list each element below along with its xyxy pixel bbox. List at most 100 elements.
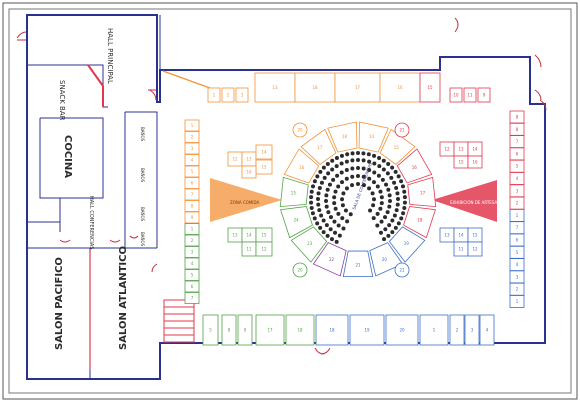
stand-green-block-3[interactable]: 11: [241, 241, 257, 257]
stand-right-15[interactable]: 1: [509, 295, 525, 308]
stand-ring-0[interactable]: 14: [358, 121, 389, 153]
stand-bottom-3-box[interactable]: [255, 314, 285, 346]
stand-ring-7[interactable]: 21: [342, 250, 374, 278]
stand-left-8[interactable]: 9: [184, 211, 200, 224]
stand-top-orange-2[interactable]: 3: [235, 87, 249, 103]
stand-left-0-box[interactable]: [184, 119, 200, 132]
stand-green-block-4-box[interactable]: [255, 241, 273, 257]
stand-ring-0-box[interactable]: [358, 121, 389, 153]
stand-right-15-box[interactable]: [509, 295, 525, 308]
stand-right-8[interactable]: 1: [509, 208, 525, 222]
stand-ring-4[interactable]: 18: [403, 206, 436, 239]
stand-bottom-10[interactable]: 3: [464, 314, 480, 346]
stand-circle-2[interactable]: 20: [292, 262, 308, 278]
stand-left-13-box[interactable]: [184, 269, 200, 281]
stand-ring-2-box[interactable]: [396, 148, 433, 184]
stand-ring-6-box[interactable]: [369, 242, 404, 277]
stand-left-8-box[interactable]: [184, 211, 200, 224]
stand-right-0[interactable]: 8: [509, 110, 525, 124]
stand-ring-9-box[interactable]: [290, 226, 328, 263]
stand-bottom-6[interactable]: 19: [349, 314, 385, 346]
stand-circle-1-ring[interactable]: [394, 122, 410, 138]
stand-green-block-0[interactable]: 13: [227, 227, 243, 243]
stand-bottom-10-box[interactable]: [464, 314, 480, 346]
stand-orange-block-4[interactable]: 16: [241, 165, 257, 179]
stand-left-4[interactable]: 5: [184, 165, 200, 178]
stand-bottom-11[interactable]: 4: [479, 314, 495, 346]
stand-ring-8-box[interactable]: [312, 242, 347, 277]
stand-top-red-2[interactable]: 9: [477, 87, 491, 103]
stand-red-block-0[interactable]: 12: [439, 141, 455, 157]
stand-top-mid-3[interactable]: 15: [419, 72, 441, 103]
stand-top-red-0-box[interactable]: [449, 87, 463, 103]
stand-left-9[interactable]: 1: [184, 223, 200, 235]
stand-ring-4-box[interactable]: [403, 206, 436, 239]
stand-left-14[interactable]: 6: [184, 280, 200, 293]
stand-right-10[interactable]: 6: [509, 233, 525, 247]
stand-ring-14[interactable]: 18: [327, 121, 358, 153]
stand-blue-block-1[interactable]: 14: [453, 227, 469, 243]
stand-bottom-1[interactable]: 8: [221, 314, 237, 346]
stand-ring-3-box[interactable]: [407, 176, 437, 208]
stand-red-block-2[interactable]: 14: [467, 141, 483, 157]
stand-left-15-box[interactable]: [184, 292, 200, 304]
stand-top-red-1[interactable]: 11: [463, 87, 477, 103]
stand-right-1[interactable]: 8: [509, 122, 525, 136]
stand-top-red-0[interactable]: 10: [449, 87, 463, 103]
stand-left-3-box[interactable]: [184, 154, 200, 166]
stand-top-mid-0[interactable]: 18: [294, 72, 336, 103]
stand-left-2[interactable]: 3: [184, 142, 200, 155]
stand-orange-block-4-box[interactable]: [241, 165, 257, 179]
stand-blue-block-2[interactable]: 15: [467, 227, 483, 243]
stand-right-5[interactable]: 4: [509, 172, 525, 185]
stand-top-orange-3[interactable]: 13: [254, 72, 296, 103]
stand-left-1[interactable]: 2: [184, 131, 200, 143]
stand-bottom-0[interactable]: 5: [202, 314, 219, 346]
stand-bottom-6-box[interactable]: [349, 314, 385, 346]
stand-ring-13-box[interactable]: [300, 128, 337, 165]
stand-ring-13[interactable]: 17: [300, 128, 337, 165]
stand-top-red-2-box[interactable]: [477, 87, 491, 103]
stand-ring-5-box[interactable]: [388, 226, 426, 263]
stand-orange-block-3[interactable]: 15: [255, 159, 273, 175]
stand-orange-block-1[interactable]: 13: [241, 151, 257, 167]
stand-ring-9[interactable]: 23: [290, 226, 328, 263]
stand-green-block-1[interactable]: 14: [241, 227, 257, 243]
stand-circle-0-ring[interactable]: [292, 122, 308, 138]
stand-left-11[interactable]: 3: [184, 246, 200, 258]
stand-right-2[interactable]: 7: [509, 135, 525, 149]
stand-right-14[interactable]: 2: [509, 282, 525, 296]
stand-left-9-box[interactable]: [184, 223, 200, 235]
stand-circle-0[interactable]: 20: [292, 122, 308, 138]
stand-right-3[interactable]: 6: [509, 147, 525, 161]
stand-top-orange-0-box[interactable]: [207, 87, 221, 103]
stand-bottom-1-box[interactable]: [221, 314, 237, 346]
stand-ring-12[interactable]: 16: [283, 148, 320, 184]
stand-right-7[interactable]: 2: [509, 196, 525, 210]
stand-left-12[interactable]: 4: [184, 257, 200, 270]
stand-right-11[interactable]: 5: [509, 245, 525, 259]
stand-bottom-7[interactable]: 20: [385, 314, 419, 346]
stand-blue-block-0[interactable]: 13: [439, 227, 455, 243]
stand-bottom-8[interactable]: 1: [419, 314, 449, 346]
stand-left-1-box[interactable]: [184, 131, 200, 143]
stand-green-block-2[interactable]: 15: [255, 227, 273, 243]
stand-left-0[interactable]: 1: [184, 119, 200, 132]
stand-left-6[interactable]: 7: [184, 188, 200, 201]
stand-ring-7-box[interactable]: [342, 250, 374, 278]
stand-left-10[interactable]: 2: [184, 234, 200, 247]
stand-bottom-8-box[interactable]: [419, 314, 449, 346]
stand-red-block-4[interactable]: 16: [467, 155, 483, 169]
stand-bottom-9[interactable]: 2: [449, 314, 465, 346]
stand-top-mid-2[interactable]: 16: [379, 72, 421, 103]
stand-bottom-4-box[interactable]: [285, 314, 315, 346]
stand-blue-block-3[interactable]: 11: [453, 241, 469, 257]
stand-top-orange-0[interactable]: 1: [207, 87, 221, 103]
stand-top-mid-3-box[interactable]: [419, 72, 441, 103]
stand-bottom-5[interactable]: 18: [315, 314, 349, 346]
stand-top-mid-2-box[interactable]: [379, 72, 421, 103]
stand-ring-8[interactable]: 22: [312, 242, 347, 277]
stand-ring-2[interactable]: 16: [396, 148, 433, 184]
stand-right-4[interactable]: 5: [509, 159, 525, 173]
stand-left-2-box[interactable]: [184, 142, 200, 155]
